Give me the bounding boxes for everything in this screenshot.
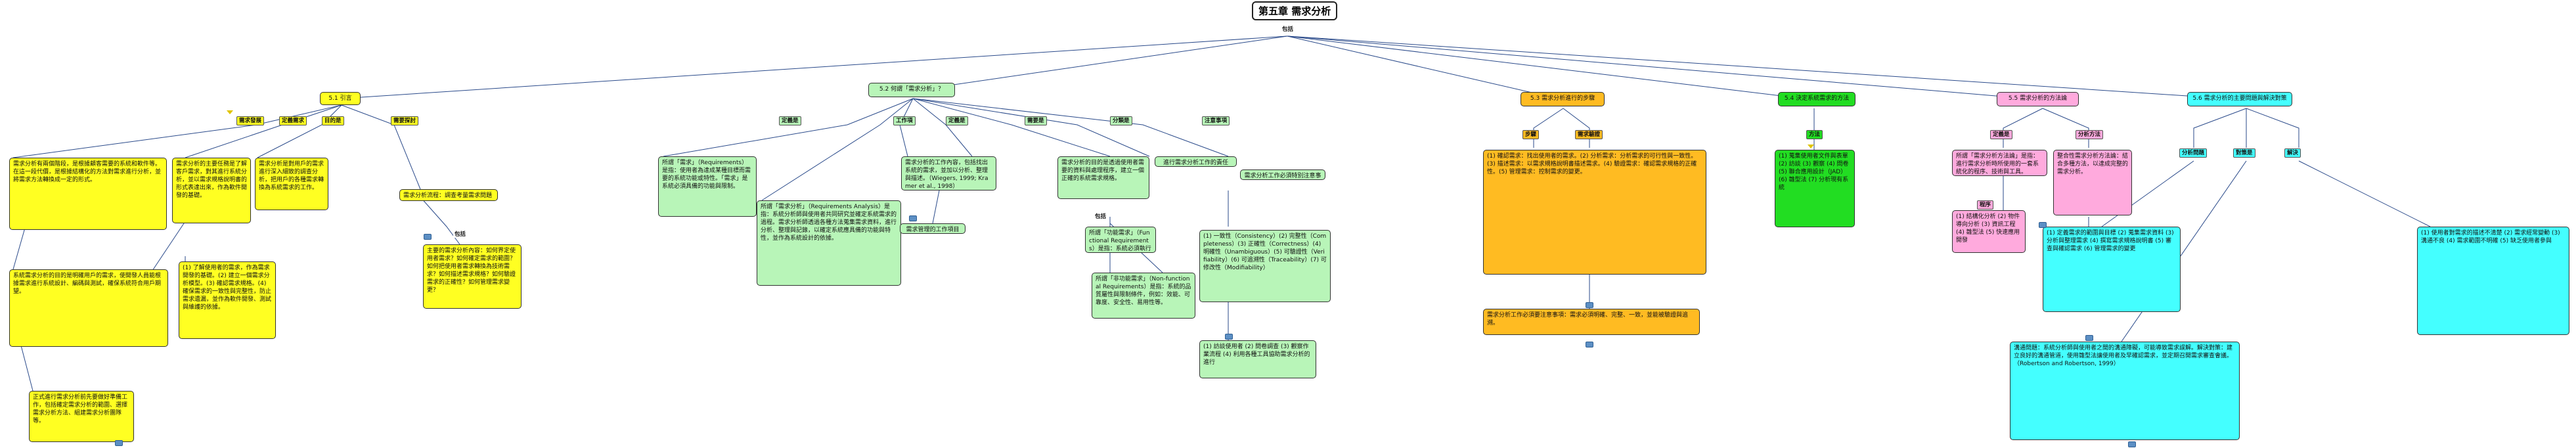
node-5-2-b[interactable]: 所謂「需求分析」（Requirements Analysis）是指：系統分析師與… — [757, 200, 901, 286]
section-5-3[interactable]: 5.3 需求分析進行的步驟 — [1521, 92, 1605, 106]
node-5-1-e[interactable]: 主要的需求分析內容：如何界定使用者需求？如何確定需求的範圍？如何把使用者需求轉換… — [423, 244, 522, 309]
note-icon — [2085, 335, 2093, 341]
root-link-label: 包括 — [1281, 26, 1295, 33]
note-icon — [424, 234, 432, 240]
link-root-56 — [1287, 35, 2247, 101]
edge-label: 方法 — [1806, 130, 1823, 139]
edge-label: 需求驗證 — [1575, 130, 1603, 139]
section-5-5[interactable]: 5.5 需求分析的方法論 — [1997, 92, 2079, 106]
edge-label: 步驟 — [1522, 130, 1540, 139]
node-5-2-j[interactable]: (1) 一致性（Consistency）(2) 完整性（Completeness… — [1199, 230, 1331, 302]
node-5-5-c[interactable]: (1) 結構化分析 (2) 物件導向分析 (3) 資訊工程 (4) 雛型法 (5… — [1952, 210, 2026, 253]
edge-label: 工作項 — [893, 116, 916, 125]
node-5-1-c[interactable]: 需求分析是對用戶的需求進行深入細致的調查分析，把用戶的各種需求轉換為系統需求的工… — [255, 158, 328, 210]
note-icon — [1586, 302, 1593, 308]
edge-label: 分類是 — [1110, 116, 1132, 125]
edge-label: 目的是 — [322, 116, 344, 125]
section-5-4[interactable]: 5.4 決定系統需求的方法 — [1778, 92, 1855, 106]
node-5-2-f[interactable]: 所謂「非功能需求」（Non-functional Requirements）是指… — [1092, 273, 1195, 319]
section-5-2[interactable]: 5.2 何謂「需求分析」？ — [868, 83, 955, 97]
node-5-1-f[interactable]: (1) 了解使用者的需求，作為需求開發的基礎。(2) 建立一個需求分析模型。(3… — [179, 261, 276, 339]
edge-label: 包括 — [453, 231, 468, 238]
node-5-6-a[interactable]: (1) 使用者對需求的描述不清楚 (2) 需求經常變動 (3) 溝通不良 (4)… — [2417, 227, 2569, 335]
section-5-1[interactable]: 5.1 引言 — [320, 92, 361, 105]
node-5-6-b[interactable]: 溝通問題：系統分析師與使用者之間的溝通障礙，可能導致需求誤解。解決對策：建立良好… — [2010, 342, 2240, 440]
link-root-53 — [1287, 35, 1564, 101]
edge-label: 分析問題 — [2179, 148, 2208, 158]
edge-label: 分析方法 — [2076, 130, 2104, 139]
node-5-2-k[interactable]: (1) 訪談使用者 (2) 問卷調查 (3) 觀察作業流程 (4) 利用各種工具… — [1199, 340, 1316, 378]
edge-label: 需求發展 — [236, 116, 265, 125]
edge-label: 定義是 — [1990, 130, 2012, 139]
edge-label: 注意事項 — [1202, 116, 1230, 125]
node-5-3-a[interactable]: (1) 確認需求：找出使用者的需求。(2) 分析需求：分析需求的可行性與一致性。… — [1483, 150, 1706, 275]
node-5-2-g[interactable]: 需求管理的工作項目 — [900, 223, 966, 234]
node-5-1-h[interactable]: 正式進行需求分析前先要做好準備工作，包括確定需求分析的範圍、選擇需求分析方法、組… — [29, 391, 134, 442]
warning-triangle-icon — [227, 110, 233, 114]
note-icon — [2128, 441, 2136, 447]
node-5-1-b[interactable]: 需求分析的主要任務是了解客戶需求，對其進行系統分析，並以需求規格說明書的形式表達… — [172, 158, 251, 223]
edge-label: 程序 — [1977, 200, 1994, 210]
link-root-54 — [1287, 35, 1815, 101]
warning-triangle-icon — [1808, 145, 1814, 148]
edge-label: 定義需求 — [279, 116, 307, 125]
node-5-2-a[interactable]: 所謂「需求」（Requirements）是指：使用者為達成某種目標而需要的系統功… — [658, 156, 757, 217]
node-5-2-d[interactable]: 需求分析的目的是透過使用者需要的資料與處理程序，建立一個正確的系統需求規格。 — [1057, 156, 1149, 199]
node-5-2-c[interactable]: 需求分析的工作內容，包括找出系統的需求，並加以分析、整理與描述。（Wiegers… — [901, 156, 996, 190]
page-title: 第五章 需求分析 — [1252, 1, 1338, 20]
edge-label: 定義是 — [779, 116, 801, 125]
node-5-2-e[interactable]: 所謂「功能需求」（Functional Requirements）是指：系統必須… — [1085, 227, 1156, 253]
note-icon — [1586, 342, 1593, 347]
note-icon — [1225, 334, 1233, 340]
node-5-1-d[interactable]: 需求分析流程：調查考量需求問題 — [399, 189, 498, 201]
edge-label: 需要探討 — [391, 116, 419, 125]
note-icon — [909, 215, 917, 221]
node-5-5-b[interactable]: 整合性需求分析方法論：結合多種方法，以達成完整的需求分析。 — [2053, 150, 2132, 215]
node-5-2-h[interactable]: 進行需求分析工作的責任 — [1155, 156, 1237, 167]
edge-label: 需要是 — [1025, 116, 1047, 125]
node-5-2-i[interactable]: 需求分析工作必須特別注意事項 — [1240, 169, 1325, 180]
edge-label: 對策是 — [2233, 148, 2255, 158]
node-5-5-d[interactable]: (1) 定義需求的範圍與目標 (2) 蒐集需求資料 (3) 分析與整理需求 (4… — [2043, 227, 2181, 312]
link-root-51 — [341, 35, 1288, 99]
node-5-4-a[interactable]: (1) 蒐集使用者文件與表單 (2) 訪談 (3) 觀察 (4) 問卷 (5) … — [1775, 150, 1855, 227]
edge-label: 定義是 — [946, 116, 968, 125]
section-5-6[interactable]: 5.6 需求分析的主要問題與解決對策 — [2187, 92, 2292, 106]
edge-label: 解決 — [2284, 148, 2301, 158]
note-icon — [2039, 222, 2047, 228]
edge-label: 包括 — [1094, 213, 1108, 220]
link-root-52 — [912, 35, 1288, 91]
link-root-55 — [1287, 35, 2043, 101]
note-icon — [115, 440, 123, 446]
node-5-1-g[interactable]: 系統需求分析的目的是明確用戶的需求，使開發人員能根據需求進行系統設計、編碼與測試… — [9, 269, 168, 347]
node-5-3-b[interactable]: 需求分析工作必須要注意事項：需求必須明確、完整、一致，並能被驗證與追溯。 — [1483, 309, 1700, 335]
node-5-1-a[interactable]: 需求分析有兩個階段，是根據顧客需要的系統和軟件等。在這一段代價，是根據結構化的方… — [9, 158, 167, 230]
node-5-5-a[interactable]: 所謂「需求分析方法論」是指：進行需求分析時所使用的一套系統化的程序、技術與工具。 — [1952, 150, 2047, 176]
